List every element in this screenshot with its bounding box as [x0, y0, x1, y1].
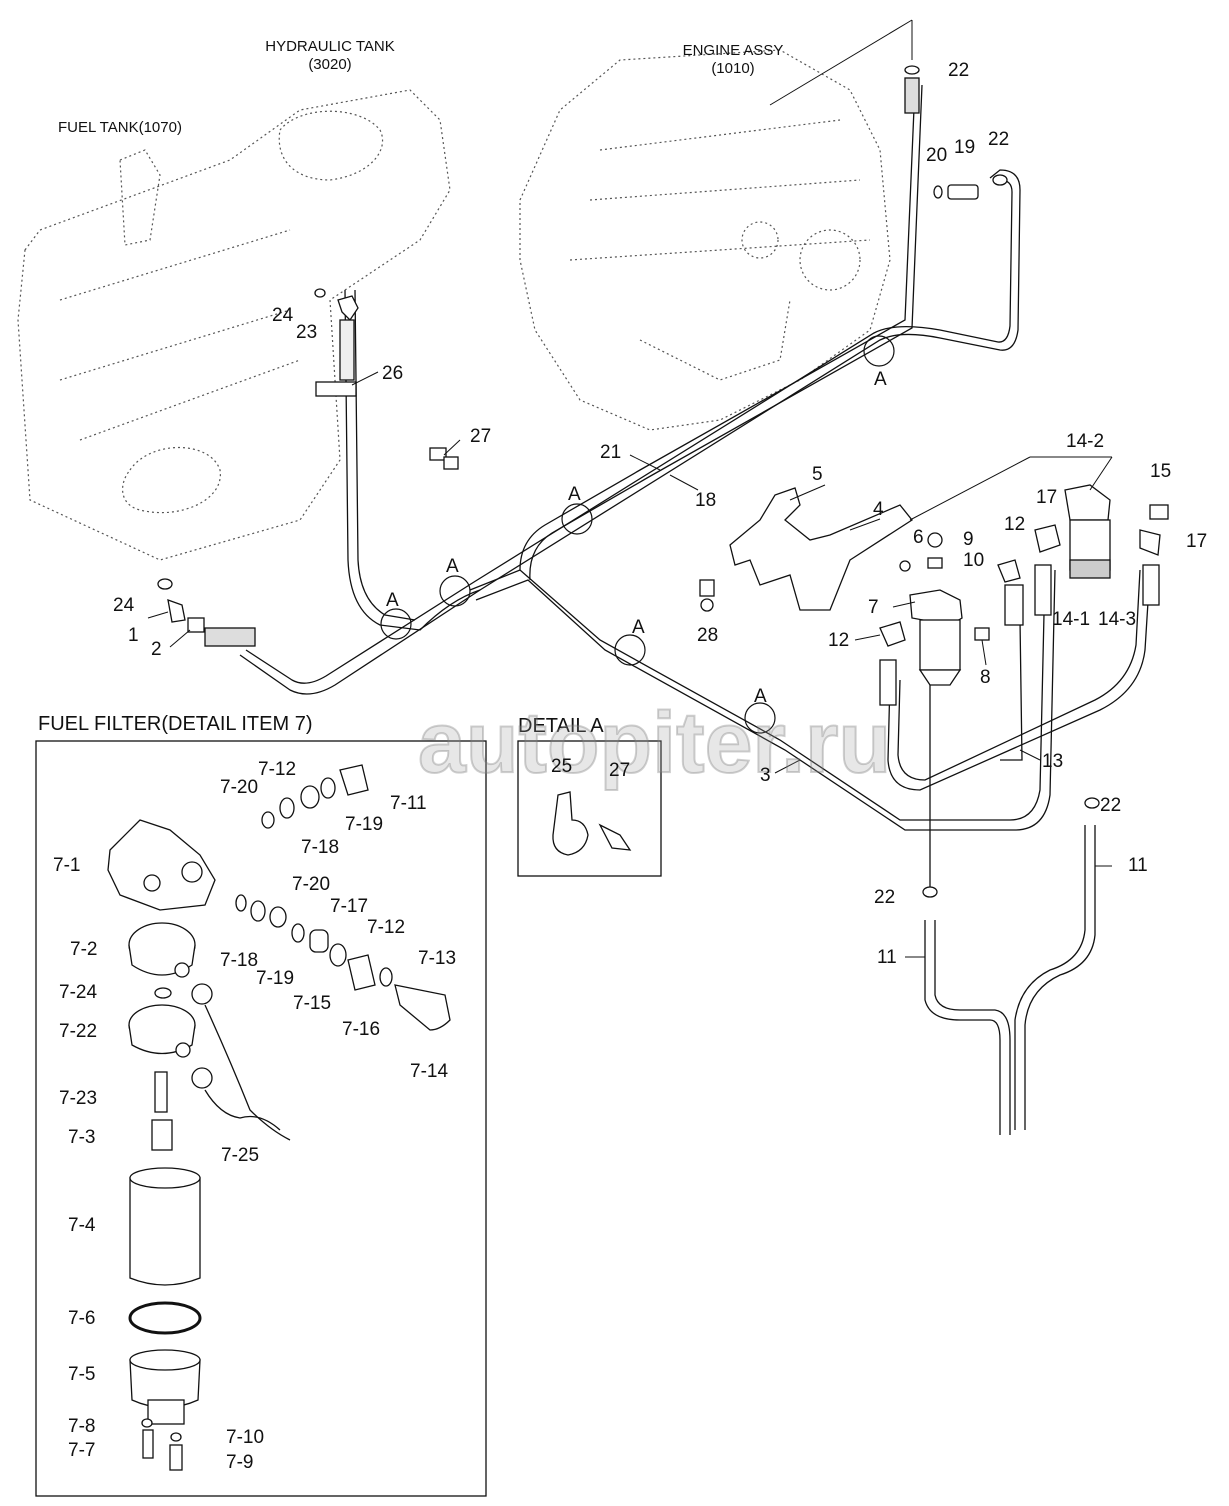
callout-24: 24 — [113, 595, 135, 616]
callout-11: 11 — [1128, 855, 1148, 876]
callout-28: 28 — [697, 625, 719, 646]
callout-leaders — [147, 371, 1113, 958]
fuel-filter-detail-title: FUEL FILTER(DETAIL ITEM 7) — [38, 713, 313, 735]
detail-a-box — [517, 740, 662, 877]
callout-a: A — [446, 556, 459, 577]
callout-7-14: 7-14 — [410, 1061, 449, 1082]
callout-25: 25 — [551, 756, 573, 777]
fuel-tank-outline — [17, 89, 451, 561]
callout-7-8: 7-8 — [68, 1416, 96, 1437]
callout-7-9: 7-9 — [226, 1452, 254, 1473]
callout-22: 22 — [988, 129, 1010, 150]
callout-7-2: 7-2 — [70, 939, 98, 960]
callout-7: 7 — [868, 597, 879, 618]
callout-a: A — [754, 686, 767, 707]
callout-2: 2 — [151, 639, 162, 660]
detail-a-title: DETAIL A — [518, 715, 604, 737]
callout-a: A — [386, 590, 399, 611]
callout-6: 6 — [913, 527, 924, 548]
callout-a: A — [632, 617, 645, 638]
hydraulic-tank-name: HYDRAULIC TANK — [265, 38, 395, 55]
callout-7-12: 7-12 — [367, 917, 406, 938]
callout-7-3: 7-3 — [68, 1127, 96, 1148]
callout-7-19: 7-19 — [345, 814, 384, 835]
callout-7-6: 7-6 — [68, 1308, 96, 1329]
callout-7-20: 7-20 — [220, 777, 259, 798]
callout-14-3: 14-3 — [1098, 609, 1137, 630]
callout-20: 20 — [926, 145, 948, 166]
callout-7-23: 7-23 — [59, 1088, 98, 1109]
callout-7-24: 7-24 — [59, 982, 98, 1003]
callout-7-18: 7-18 — [220, 950, 259, 971]
callout-14-1: 14-1 — [1052, 609, 1091, 630]
callout-9: 9 — [963, 529, 974, 550]
fuel-pipes — [239, 84, 1151, 890]
engine-assy-name: ENGINE ASSY — [682, 42, 784, 59]
callout-19: 19 — [954, 137, 976, 158]
engine-assy-label: ENGINE ASSY (1010) — [658, 42, 808, 78]
callout-7-20: 7-20 — [292, 874, 331, 895]
callout-7-10: 7-10 — [226, 1427, 265, 1448]
callout-24: 24 — [272, 305, 294, 326]
callout-7-18: 7-18 — [301, 837, 340, 858]
callout-12: 12 — [828, 630, 850, 651]
callout-22: 22 — [874, 887, 896, 908]
callout-4: 4 — [873, 499, 884, 520]
detail-a-parts — [552, 791, 632, 856]
callout-18: 18 — [695, 490, 717, 511]
callout-11: 11 — [877, 947, 897, 968]
callout-a: A — [568, 484, 581, 505]
callout-17: 17 — [1036, 487, 1058, 508]
callout-14-2: 14-2 — [1066, 431, 1105, 452]
callout-22: 22 — [948, 60, 970, 81]
callout-13: 13 — [1042, 751, 1064, 772]
callout-3: 3 — [760, 765, 771, 786]
callout-23: 23 — [296, 322, 318, 343]
callout-27: 27 — [470, 426, 492, 447]
engine-assy-code: (1010) — [711, 60, 755, 77]
callout-8: 8 — [980, 667, 991, 688]
detail-a-circles — [380, 335, 895, 734]
callout-7-13: 7-13 — [418, 948, 457, 969]
callout-7-1: 7-1 — [53, 855, 81, 876]
filter-assembly — [909, 589, 963, 686]
callout-7-17: 7-17 — [330, 896, 369, 917]
watermark-text: autopiter.ru — [417, 695, 892, 791]
callout-7-16: 7-16 — [342, 1019, 381, 1040]
filter-detail-parts — [107, 764, 451, 1471]
callout-7-11: 7-11 — [390, 793, 427, 814]
callout-7-4: 7-4 — [68, 1215, 96, 1236]
fittings — [157, 65, 1169, 898]
callout-7-15: 7-15 — [293, 993, 332, 1014]
callout-15: 15 — [1150, 461, 1172, 482]
callout-27: 27 — [609, 760, 631, 781]
callout-7-12: 7-12 — [258, 759, 297, 780]
header-leaders — [769, 19, 913, 106]
callout-22: 22 — [1100, 795, 1122, 816]
callout-7-19: 7-19 — [256, 968, 295, 989]
callout-10: 10 — [963, 550, 985, 571]
callout-7-5: 7-5 — [68, 1364, 96, 1385]
callout-7-7: 7-7 — [68, 1440, 96, 1461]
hydraulic-tank-code: (3020) — [308, 56, 352, 73]
callout-7-22: 7-22 — [59, 1021, 98, 1042]
callout-12: 12 — [1004, 514, 1026, 535]
bracket — [729, 487, 913, 611]
hydraulic-tank-label: HYDRAULIC TANK (3020) — [250, 38, 410, 74]
callout-a: A — [874, 369, 887, 390]
callout-5: 5 — [812, 464, 823, 485]
engine-outline — [519, 49, 891, 431]
callout-1: 1 — [128, 625, 139, 646]
water-separator — [1064, 484, 1111, 579]
callout-7-25: 7-25 — [221, 1145, 260, 1166]
fuel-filter-detail-box — [35, 740, 487, 1497]
return-hoses — [924, 825, 1096, 1135]
callout-17: 17 — [1186, 531, 1208, 552]
callout-26: 26 — [382, 363, 404, 384]
callout-21: 21 — [600, 442, 622, 463]
fuel-tank-label: FUEL TANK(1070) — [58, 119, 182, 136]
